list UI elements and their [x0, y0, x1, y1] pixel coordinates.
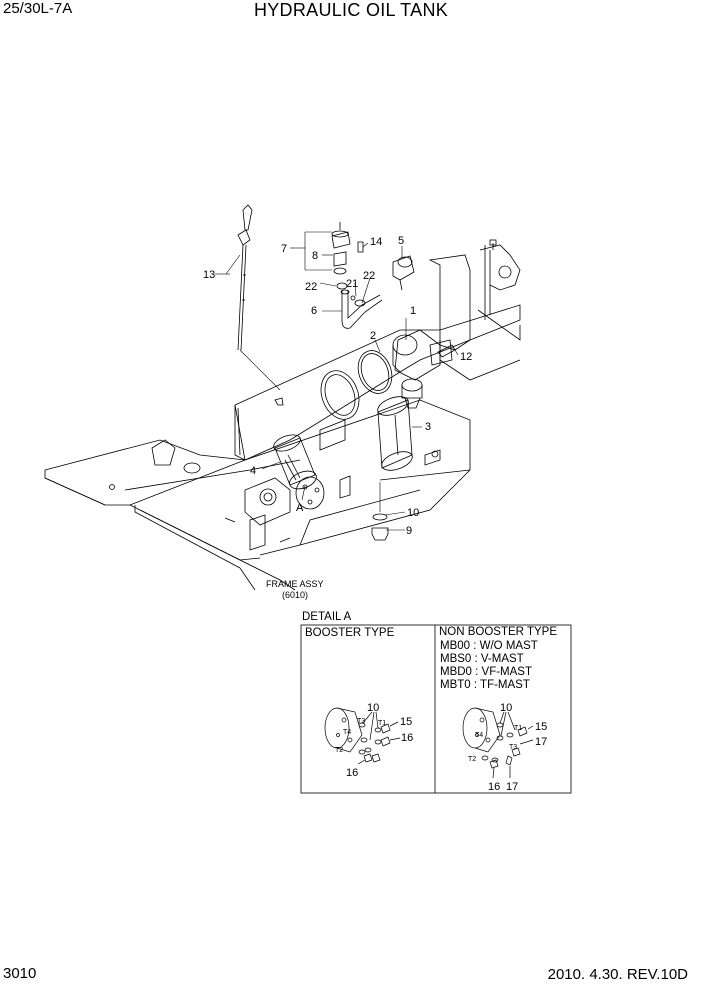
booster-type-header: BOOSTER TYPE: [305, 627, 395, 639]
nonbooster-callout-15: 15: [535, 721, 547, 733]
nonbooster-port-t4: T4: [475, 732, 483, 739]
booster-callout-16-right: 16: [401, 732, 413, 744]
nonbooster-callout-16: 16: [488, 781, 500, 793]
nonbooster-callout-17-right: 17: [535, 736, 547, 748]
callout-1: 1: [410, 305, 416, 317]
mast-type-line: MBT0 : TF-MAST: [440, 679, 530, 691]
part-elbow-5: [392, 255, 415, 291]
part-bolt-14: [357, 241, 364, 253]
nonbooster-callouts: 10 15 17 16 17 T1 T2 T3 T4: [468, 702, 547, 793]
part-gasket-ring: [320, 370, 360, 420]
nonbooster-port-t1: T1: [514, 725, 522, 732]
mast-type-line: MB00 : W/O MAST: [440, 640, 538, 652]
booster-port-t2: T2: [335, 747, 343, 754]
callout-a: A: [296, 502, 304, 514]
booster-port-t1: T1: [378, 720, 386, 727]
model-number: 25/30L-7A: [3, 0, 73, 17]
revision-date: 2010. 4.30. REV.10D: [547, 966, 688, 983]
part-tank-cover-1: [392, 329, 441, 409]
part-o-ring-2: [357, 350, 393, 394]
callout-7: 7: [281, 243, 287, 255]
nonbooster-type-drawing: [462, 707, 534, 779]
booster-callout-15: 15: [400, 716, 412, 728]
detail-a-box: [300, 624, 572, 794]
page-title: HYDRAULIC OIL TANK: [253, 0, 449, 20]
port-flange-a: [295, 476, 325, 510]
callout-5: 5: [398, 235, 404, 247]
nonbooster-port-t3: T3: [509, 744, 517, 751]
callout-labels: 1 2 3 4 5 6 7 8 9 10 12 13 14 21 22 22 A…: [203, 235, 472, 600]
callout-10: 10: [407, 507, 419, 519]
booster-type-drawing: [324, 707, 401, 765]
nonbooster-callout-17-bottom: 17: [506, 781, 518, 793]
part-drain-plug-9: [371, 513, 389, 541]
nonbooster-callout-10: 10: [500, 702, 512, 714]
nonbooster-port-t2: T2: [468, 756, 476, 763]
booster-callout-10: 10: [367, 702, 379, 714]
frame-assembly: [44, 239, 521, 591]
leader-lines: [215, 231, 459, 531]
part-return-filter-3: [377, 396, 413, 471]
callout-9: 9: [406, 525, 412, 537]
callout-21: 21: [346, 278, 358, 290]
booster-callout-16-bottom: 16: [346, 767, 358, 779]
callout-4: 4: [250, 465, 256, 477]
frame-assy-label: FRAME ASSY: [266, 579, 324, 589]
callout-22-left: 22: [305, 281, 317, 293]
part-suction-strainer-4: [273, 434, 317, 490]
callout-3: 3: [425, 421, 431, 433]
booster-port-t3: T3: [357, 718, 365, 725]
callout-8: 8: [312, 250, 318, 262]
callout-14: 14: [370, 236, 382, 248]
callout-13: 13: [203, 269, 215, 281]
detail-a-title: DETAIL A: [302, 611, 352, 623]
callout-2: 2: [370, 330, 376, 342]
part-clamps-21-22: [336, 282, 366, 307]
part-breather-cap-7: [331, 222, 351, 275]
booster-port-t4: T4: [343, 729, 351, 736]
part-dipstick-13: [237, 204, 253, 351]
frame-assy-ref: (6010): [282, 590, 308, 600]
callout-12: 12: [460, 351, 472, 363]
mast-type-line: MBD0 : VF-MAST: [440, 666, 533, 678]
page-number: 3010: [3, 965, 37, 982]
callout-6: 6: [311, 305, 317, 317]
callout-22-right: 22: [363, 270, 375, 282]
booster-callouts: 10 15 16 16 T1 T2 T3 T4: [335, 702, 413, 779]
nonbooster-type-header: NON BOOSTER TYPE: [439, 626, 558, 638]
mast-type-line: MBS0 : V-MAST: [440, 653, 524, 665]
part-hose-6: [340, 289, 383, 329]
